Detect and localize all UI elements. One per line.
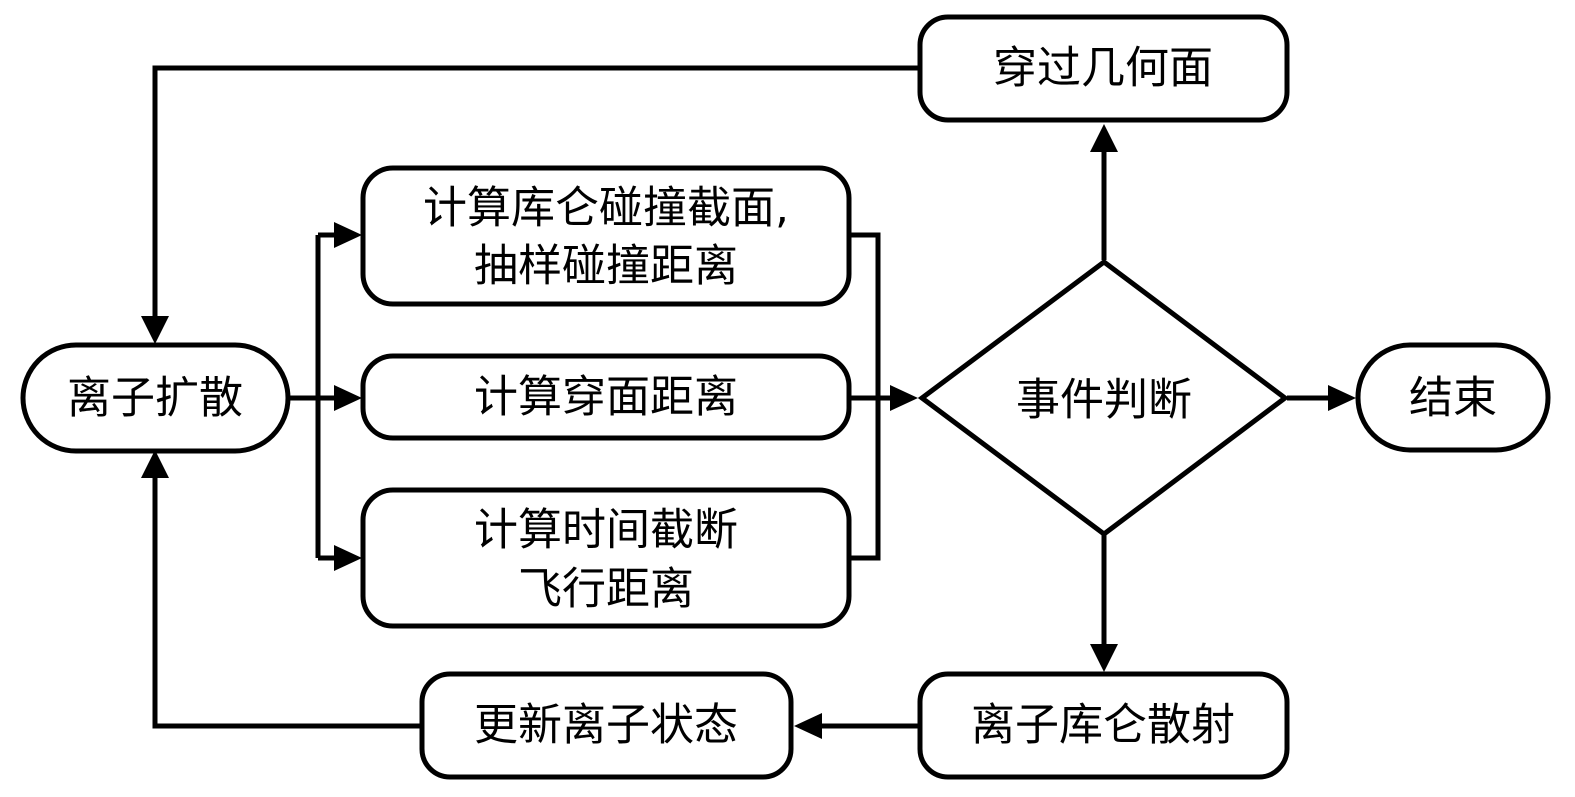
node-coulomb-scattering-label: 离子库仑散射	[971, 700, 1235, 751]
arrowhead-down-diffusion	[141, 316, 169, 344]
node-compute-time-cutoff-line1: 计算时间截断	[474, 505, 738, 556]
connectors	[152, 65, 1332, 729]
arrowhead-down-scatter	[1090, 644, 1118, 672]
node-compute-collision-line2: 抽样碰撞距离	[474, 241, 738, 292]
arrowhead-up-diffusion	[141, 450, 169, 478]
node-update-ion-state-label: 更新离子状态	[474, 700, 738, 751]
node-compute-surface-distance-label: 计算穿面距离	[474, 372, 738, 423]
node-compute-time-cutoff-line2: 飞行距离	[518, 564, 694, 615]
arrowhead-up-cross	[1090, 124, 1118, 152]
node-cross-geometry-surface: 穿过几何面	[917, 14, 1290, 123]
arrowheads	[141, 124, 1356, 739]
connector-update-to-diffusion	[152, 478, 420, 729]
node-cross-geometry-surface-label: 穿过几何面	[993, 43, 1213, 94]
connector-cross-to-diffusion	[152, 65, 920, 320]
arrowhead-right-middle	[334, 385, 362, 411]
arrowhead-right-diamond	[890, 385, 918, 411]
node-ion-diffusion-label: 离子扩散	[67, 373, 243, 424]
node-update-ion-state: 更新离子状态	[419, 671, 794, 780]
node-coulomb-scattering: 离子库仑散射	[917, 671, 1290, 780]
node-compute-surface-distance: 计算穿面距离	[360, 353, 852, 441]
node-compute-time-cutoff: 计算时间截断 飞行距离	[360, 487, 852, 629]
node-compute-collision-line1: 计算库仑碰撞截面,	[423, 183, 789, 234]
node-compute-collision: 计算库仑碰撞截面, 抽样碰撞距离	[360, 165, 852, 307]
node-end-label: 结束	[1409, 373, 1497, 424]
arrowhead-left-update	[794, 713, 822, 739]
node-event-judgment-label: 事件判断	[1016, 375, 1192, 426]
arrowhead-right-top	[334, 222, 362, 248]
node-ion-diffusion: 离子扩散	[20, 342, 291, 454]
node-end: 结束	[1355, 342, 1551, 453]
arrowhead-right-bottom	[334, 545, 362, 571]
node-event-judgment: 事件判断	[917, 258, 1290, 538]
arrowhead-right-end	[1328, 385, 1356, 411]
